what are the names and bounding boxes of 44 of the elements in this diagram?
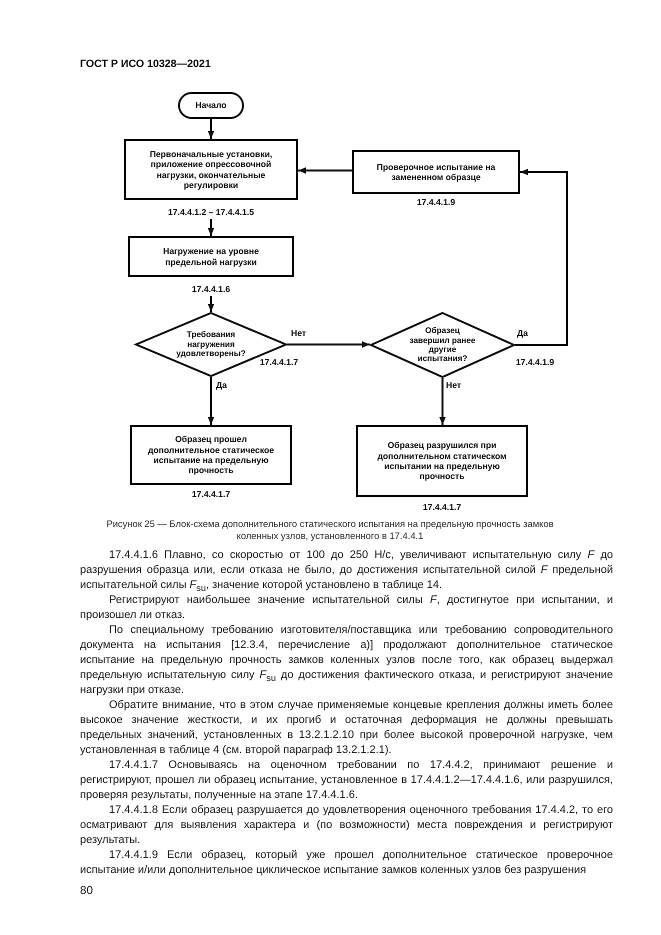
process-box [352,150,520,194]
body-paragraph: 17.4.4.1.9 Если образец, который уже прошел дополнительное статическое проверочное испытание и/или дополнительное циклическое испытание замков коленных узлов без разрушения [80,848,613,878]
edge-label: Да [216,380,227,390]
section-reference: 17.4.4.1.7 [422,502,462,512]
arrow [208,296,214,312]
arrow [208,377,214,425]
section-reference: 17.4.4.1.9 [516,357,554,367]
process-box [130,425,292,485]
section-reference: 17.4.4.1.7 [192,489,230,499]
document-header: ГОСТ Р ИСО 10328—2021 [80,58,211,70]
decision-text: Образец завершил ранее другие испытания? [408,326,476,364]
step-text: Нагружение на уровне предельной нагрузки [162,246,260,267]
decision-text: Требования нагружения удовлетворены? [175,330,247,359]
arrow [208,219,214,236]
figure-caption: Рисунок 25 — Блок-схема дополнительного статического испытания на предельную прочность замков коленных узлов, установленного в 17.4.4.1 [105,518,555,542]
edge-label: Нет [291,328,306,338]
body-paragraph: Обратите внимание, что в этом случае применяемые концевые крепления должны иметь более высокое значение жесткости, и их прогиб и остаточная деформация не должны превышать предельных значений, установленных в 13.2.1.2.10 при более высокой проверочной нагрузке, чем установленная в таблице 4 (см. второй параграф 13.2.1.2.1). [80,698,613,758]
start-terminator [178,92,244,119]
body-paragraph: 17.4.4.1.7 Основываясь на оценочном требовании по 17.4.4.2, принимают решение и регистрируют, прошел ли образец испытание, установленное в 17.4.4.1.2—17.4.4.1.6, или разрушился, проверяя результаты, полученные на этапе 17.4.4.1.6. [80,758,613,803]
body-paragraph: По специальному требованию изготовителя/поставщика или требованию сопроводительного документа на испытания [12.3.4, перечисление а)] продолжают дополнительное статическое испытание на предельную прочность замков коленных узлов после того, как образец выдержал предельную испытательную силу F$_{su}$ до достижения фактического отказа, и регистрируют значение нагрузки при отказе. [80,623,613,698]
body-paragraph: Регистрируют наибольшее значение испытательной силы F, достигнутое при испытании, и произошел ли отказ. [80,593,613,623]
section-reference: 17.4.4.1.7 [260,357,298,367]
edge-label: Нет [446,380,462,390]
arrow [208,119,214,139]
step-text: Проверочное испытание на замененном образце [376,162,496,182]
step-text: Образец разрушился при дополнительном статическом испытании на предельную прочность [376,440,508,482]
step-text: Первоначальные установки, приложение опрессовочной нагрузки, окончательные регулировки [148,148,274,190]
arrow [439,378,446,425]
step-text: Образец прошел дополнительное статическое испытание на предельную прочность [146,434,276,476]
arrow [287,341,370,348]
edge-label: Да [517,328,528,338]
body-paragraph: 17.4.4.1.6 Плавно, со скоростью от 100 до 250 Н/с, увеличивают испытательную силу F до разрушения образца или, если отказа не было, до достижения испытательной силой F предельной испытательной силы F$_{su}$, значение которой установлено в таблице 14. [80,548,613,593]
process-box [124,139,298,200]
process-box [356,425,528,497]
arrow [515,168,568,346]
decision-diamond [370,312,515,378]
page-number: 80 [80,884,93,897]
start-label: Начало [194,100,228,111]
section-reference: 17.4.4.1.6 [192,284,230,294]
section-reference: 17.4.4.1.9 [416,197,456,207]
body-paragraph: 17.4.4.1.8 Если образец разрушается до удовлетворения оценочного требования 17.4.4.2, то его осматривают для выявления характера и (по возможности) места повреждения и регистрируют результаты. [80,803,613,848]
process-box [128,236,294,277]
arrow [298,167,352,174]
section-reference: 17.4.4.1.2 – 17.4.4.1.5 [168,207,254,217]
